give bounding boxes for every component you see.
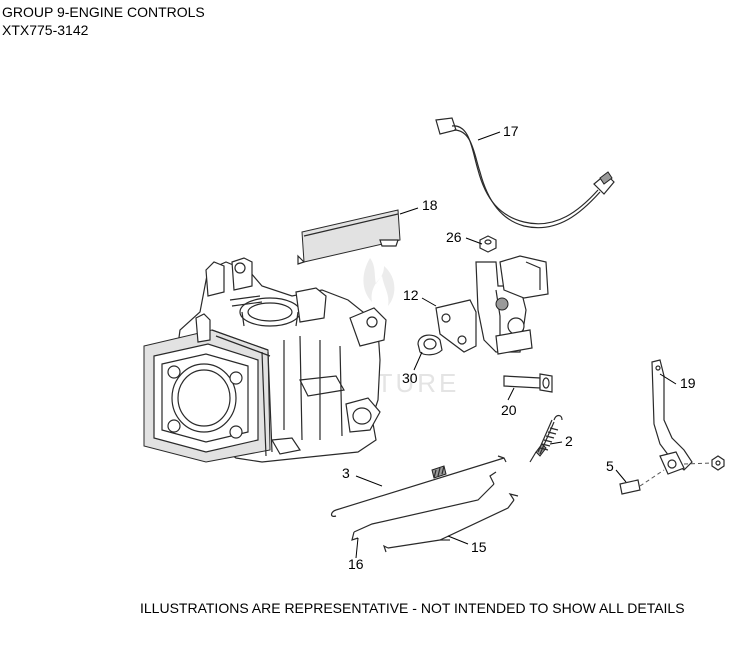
leader-lines xyxy=(355,131,677,559)
part-3-rod xyxy=(330,455,507,517)
part-26-nut xyxy=(479,235,497,253)
callout-3: 3 xyxy=(342,465,350,481)
part-20-bolt xyxy=(503,373,553,393)
group-title: GROUP 9-ENGINE CONTROLS xyxy=(2,4,205,20)
callout-18: 18 xyxy=(422,197,438,213)
callout-26: 26 xyxy=(446,229,462,245)
part-12-control-bracket xyxy=(435,255,549,355)
part-15-link-rod xyxy=(382,493,519,553)
part-2-spring xyxy=(529,414,563,463)
callout-16: 16 xyxy=(348,556,364,572)
engine-block xyxy=(143,257,387,463)
part-16-link-rod xyxy=(351,471,497,541)
callout-15: 15 xyxy=(471,539,487,555)
part-17-wire-harness xyxy=(435,117,615,229)
callout-5: 5 xyxy=(606,458,614,474)
callout-12: 12 xyxy=(403,287,419,303)
callout-17: 17 xyxy=(503,123,519,139)
part-18-cover xyxy=(297,209,401,265)
disclaimer-text: ILLUSTRATIONS ARE REPRESENTATIVE - NOT I… xyxy=(140,600,685,616)
model-number: XTX775-3142 xyxy=(2,22,89,38)
callout-19: 19 xyxy=(680,375,696,391)
callout-2: 2 xyxy=(565,433,573,449)
callout-20: 20 xyxy=(501,402,517,418)
callouts: 17 18 26 12 30 20 19 2 3 5 15 16 xyxy=(342,123,696,572)
part-5-pin xyxy=(619,469,665,495)
part-30-clamp xyxy=(417,334,443,356)
part-19-lever xyxy=(651,359,725,475)
callout-30: 30 xyxy=(402,370,418,386)
